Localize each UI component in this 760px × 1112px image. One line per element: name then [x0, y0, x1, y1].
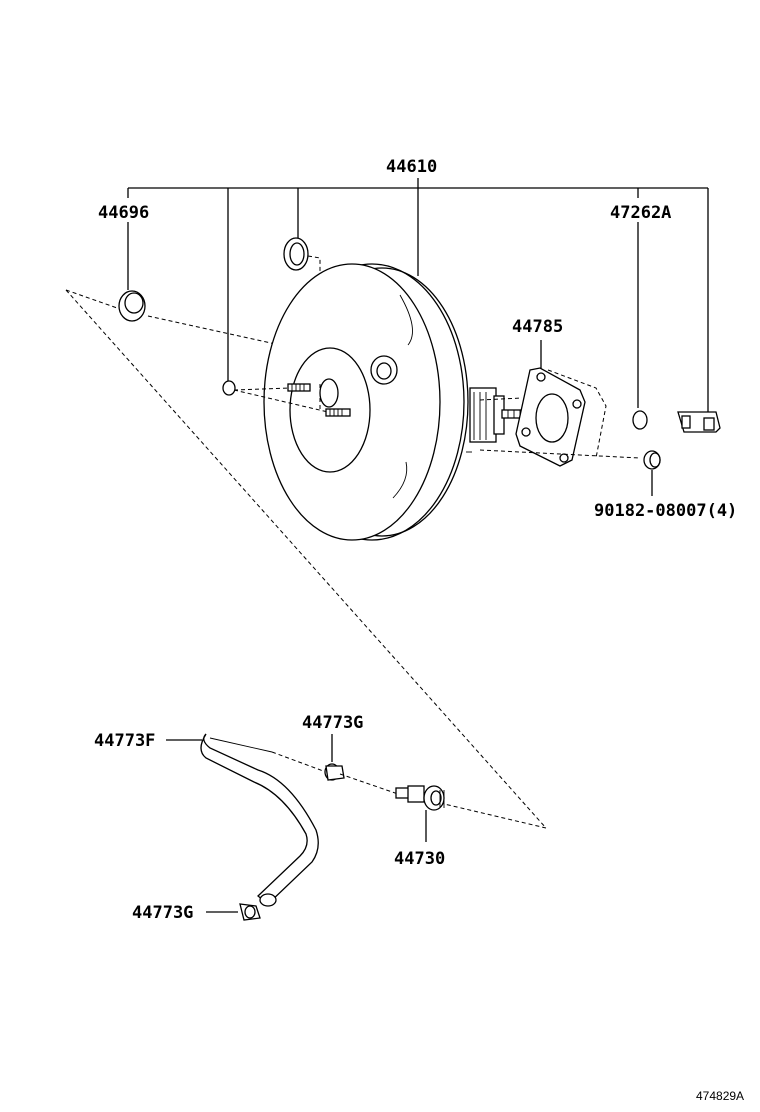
label-44610: 44610 — [386, 157, 437, 177]
stud-bolt — [287, 383, 311, 392]
vacuum-hose-44773f — [166, 733, 327, 907]
small-nut — [222, 380, 236, 396]
check-valve-44730 — [395, 785, 445, 842]
figure-id: 474829A — [696, 1089, 744, 1103]
mounting-clip — [677, 411, 721, 433]
label-44773f: 44773F — [94, 731, 155, 751]
label-44773g-lower: 44773G — [132, 903, 193, 923]
label-44773g-upper: 44773G — [302, 713, 363, 733]
label-47262a: 47262A — [610, 203, 671, 223]
gasket-44785 — [479, 340, 641, 467]
label-44696: 44696 — [98, 203, 149, 223]
hose-clamp-44773g-upper — [324, 734, 399, 795]
nut-90182-08007 — [643, 450, 661, 496]
dashed-reference-triangle — [65, 289, 547, 829]
assembly-bracket-44610 — [127, 178, 709, 412]
brake-booster-44610 — [233, 263, 525, 541]
grommet-44696 — [118, 290, 146, 322]
label-44730: 44730 — [394, 849, 445, 869]
o-ring — [283, 237, 321, 384]
clamp-47262a — [632, 410, 648, 430]
stud-bolt — [325, 408, 351, 417]
label-90182-08007: 90182-08007(4) — [594, 501, 737, 521]
label-44785: 44785 — [512, 317, 563, 337]
hose-clamp-44773g-lower — [206, 903, 261, 921]
